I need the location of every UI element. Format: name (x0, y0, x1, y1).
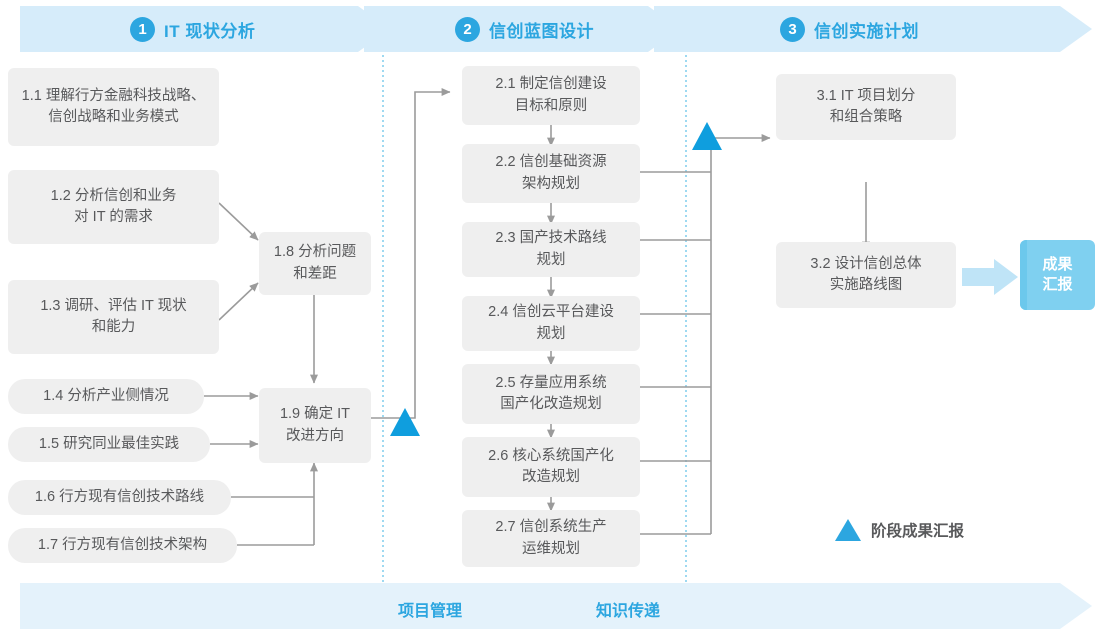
result-report-chip[interactable]: 成果汇报 (1020, 240, 1095, 310)
task-box-2-6[interactable]: 2.6 核心系统国产化改造规划 (462, 437, 640, 497)
milestone-triangle-icon (835, 519, 861, 541)
connectors-phase2-bus (640, 134, 771, 535)
task-box-1-3[interactable]: 1.3 调研、评估 IT 现状和能力 (8, 280, 219, 354)
bottom-band-label-project-management[interactable]: 项目管理 (398, 603, 463, 620)
phase-number-3: 3 (780, 16, 805, 42)
task-box-1-2[interactable]: 1.2 分析信创和业务对 IT 的需求 (8, 170, 219, 244)
result-chip-label: 成果汇报 (1042, 255, 1073, 293)
result-chip-accent-bar (1020, 240, 1027, 310)
phase-header-2[interactable]: 2 信创蓝图设计 (455, 6, 594, 52)
task-box-1-4[interactable]: 1.4 分析产业侧情况 (8, 379, 204, 414)
task-box-2-3[interactable]: 2.3 国产技术路线规划 (462, 222, 640, 277)
task-box-3-1[interactable]: 3.1 IT 项目划分和组合策略 (776, 74, 956, 140)
legend-label: 阶段成果汇报 (871, 523, 965, 540)
phase-header-3[interactable]: 3 信创实施计划 (780, 6, 919, 52)
task-box-1-5[interactable]: 1.5 研究同业最佳实践 (8, 427, 210, 462)
phase-title-2: 信创蓝图设计 (489, 21, 594, 41)
connector-1-9-to-2-1 (371, 88, 451, 419)
phase-title-1: IT 现状分析 (164, 21, 256, 41)
task-box-2-7[interactable]: 2.7 信创系统生产运维规划 (462, 510, 640, 567)
task-box-1-7[interactable]: 1.7 行方现有信创技术架构 (8, 528, 237, 563)
task-box-2-1[interactable]: 2.1 制定信创建设目标和原则 (462, 66, 640, 125)
footer-band (20, 583, 1092, 629)
phase-number-1: 1 (130, 16, 155, 42)
task-box-3-2[interactable]: 3.2 设计信创总体实施路线图 (776, 242, 956, 308)
task-box-2-5[interactable]: 2.5 存量应用系统国产化改造规划 (462, 364, 640, 424)
task-box-1-8[interactable]: 1.8 分析问题和差距 (259, 232, 371, 295)
task-box-2-4[interactable]: 2.4 信创云平台建设规划 (462, 296, 640, 351)
result-arrow (962, 259, 1018, 295)
phase-header-1[interactable]: 1 IT 现状分析 (130, 6, 255, 52)
phase-title-3: 信创实施计划 (814, 21, 919, 41)
bottom-band-label-knowledge-transfer[interactable]: 知识传递 (596, 603, 661, 620)
legend: 阶段成果汇报 (835, 519, 964, 541)
phase-number-2: 2 (455, 16, 480, 42)
task-box-1-6[interactable]: 1.6 行方现有信创技术路线 (8, 480, 231, 515)
task-box-2-2[interactable]: 2.2 信创基础资源架构规划 (462, 144, 640, 203)
task-box-1-1[interactable]: 1.1 理解行方金融科技战略、信创战略和业务模式 (8, 68, 219, 146)
